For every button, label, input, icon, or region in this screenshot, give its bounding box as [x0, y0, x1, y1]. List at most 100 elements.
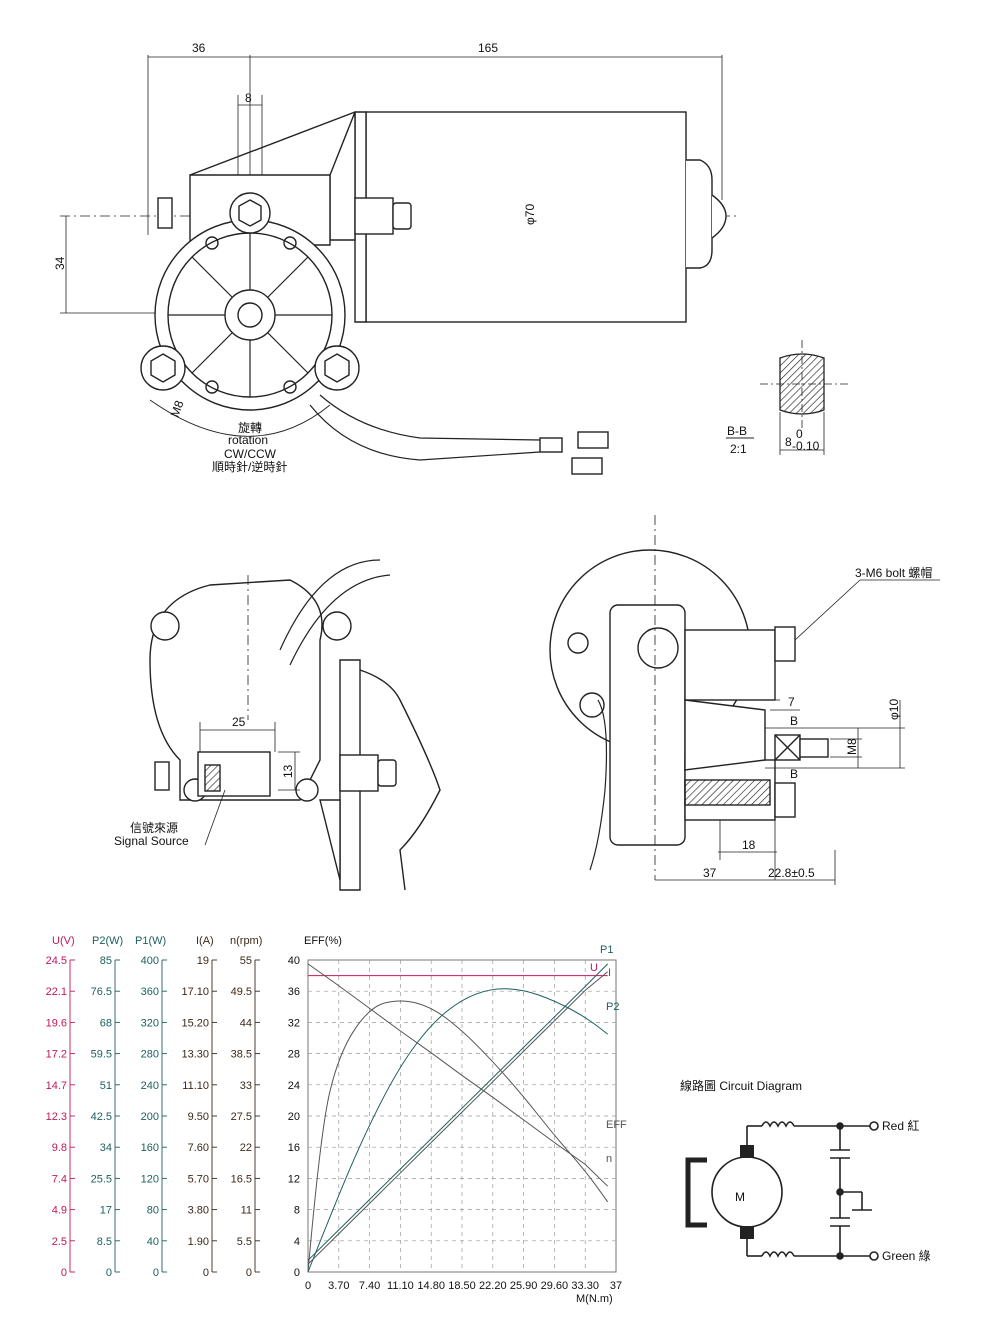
scale-tick-label: 0: [61, 1267, 67, 1279]
eff-tick-label: 4: [294, 1236, 300, 1248]
signal-en: Signal Source: [114, 834, 189, 848]
eff-tick-label: 32: [288, 1017, 300, 1029]
section-scale: 2:1: [730, 442, 747, 456]
circuit-drawing: [685, 1121, 879, 1261]
dim-37: 37: [703, 866, 717, 880]
dim-165: 165: [478, 41, 498, 55]
dim-18: 18: [742, 838, 756, 852]
scale-tick-label: 25.5: [91, 1173, 112, 1185]
scale-tick-label: 0: [106, 1267, 112, 1279]
scale-tick-label: 68: [100, 1017, 112, 1029]
x-tick-label: 11.10: [387, 1280, 414, 1292]
scale-tick-label: 0: [153, 1267, 159, 1279]
green-label: Green 綠: [882, 1249, 931, 1263]
scale-tick-label: 13.30: [181, 1049, 209, 1061]
scale-tick-label: 19.6: [46, 1017, 67, 1029]
scale-tick-label: 22.1: [46, 986, 67, 998]
scale-header: n(rpm): [230, 935, 262, 947]
dim-13: 13: [281, 764, 295, 778]
scale-tick-label: 12.3: [46, 1111, 67, 1123]
scale-tick-label: 85: [100, 955, 112, 967]
red-label: Red 紅: [882, 1119, 919, 1133]
scale-tick-label: 44: [240, 1017, 252, 1029]
x-tick-label: 18.50: [448, 1280, 476, 1292]
rotation-cn: 旋轉: [238, 421, 262, 435]
scale-tick-label: 24.5: [46, 955, 67, 967]
scale-tick-label: 8.5: [97, 1236, 112, 1248]
section-dim: 8: [785, 435, 792, 449]
series-line-i: [307, 971, 608, 1265]
scale-tick-label: 11.10: [182, 1080, 209, 1092]
eff-tick-label: 0: [294, 1267, 300, 1279]
scale-tick-label: 15.20: [181, 1017, 209, 1029]
scale-header: P1(W): [135, 935, 166, 947]
scale-tick-label: 9.50: [188, 1111, 209, 1123]
scale-tick-label: 2.5: [52, 1236, 67, 1248]
series-label-eff: EFF: [606, 1119, 627, 1131]
dim-m8: M8: [168, 398, 187, 419]
side-view-left-drawing: [149, 559, 441, 891]
x-axis-label: M(N.m): [576, 1293, 613, 1305]
scale-tick-label: 40: [147, 1236, 159, 1248]
dim-36: 36: [192, 41, 206, 55]
eff-tick-label: 28: [288, 1049, 300, 1061]
scale-tick-label: 280: [141, 1049, 159, 1061]
scale-tick-label: 16.5: [231, 1173, 252, 1185]
x-tick-label: 0: [305, 1280, 311, 1292]
x-tick-label: 37: [610, 1280, 622, 1292]
top-view-drawing: [60, 55, 740, 475]
dim-7: 7: [788, 695, 795, 709]
scale-tick-label: 0: [203, 1267, 209, 1279]
scale-tick-label: 49.5: [231, 986, 252, 998]
section-tol-top: 0: [796, 427, 803, 441]
dim-phi10: φ10: [887, 699, 901, 720]
scale-tick-label: 22: [240, 1142, 252, 1154]
scale-tick-label: 1.90: [188, 1236, 209, 1248]
scale-tick-label: 5.5: [237, 1236, 252, 1248]
circuit-title: 線路圖 Circuit Diagram: [680, 1078, 802, 1093]
rotation-en: rotation: [228, 433, 268, 447]
x-tick-label: 25.90: [510, 1280, 538, 1292]
eff-tick-label: 8: [294, 1205, 300, 1217]
scale-tick-label: 38.5: [231, 1049, 252, 1061]
scale-tick-label: 7.4: [52, 1173, 67, 1185]
scale-tick-label: 27.5: [231, 1111, 252, 1123]
scale-tick-label: 320: [141, 1017, 159, 1029]
x-tick-label: 3.70: [328, 1280, 349, 1292]
series-label-i: I: [608, 967, 611, 979]
series-line-p1: [307, 963, 609, 1261]
scale-tick-label: 160: [141, 1142, 159, 1154]
series-label-u: U: [590, 962, 598, 974]
scale-tick-label: 0: [246, 1267, 252, 1279]
dim-m8-shaft: M8: [845, 738, 859, 755]
section-title: B-B: [727, 424, 747, 438]
eff-axis-label: EFF(%): [304, 935, 342, 947]
dim-22-8: 22.8±0.5: [768, 866, 815, 880]
scale-tick-label: 76.5: [91, 986, 112, 998]
scale-tick-label: 17.10: [181, 986, 209, 998]
scale-tick-label: 17.2: [46, 1049, 67, 1061]
scale-tick-label: 11: [241, 1205, 252, 1217]
x-tick-label: 33.30: [571, 1280, 599, 1292]
series-line-eff: [307, 1000, 609, 1273]
series-label-p1: P1: [600, 944, 613, 956]
scale-header: U(V): [52, 935, 75, 947]
x-tick-label: 22.20: [479, 1280, 507, 1292]
eff-tick-label: 24: [288, 1080, 300, 1092]
x-tick-label: 29.60: [541, 1280, 569, 1292]
series-line-p2: [307, 988, 608, 1273]
scale-tick-label: 19: [197, 955, 209, 967]
motor-label: M: [735, 1190, 745, 1204]
scale-tick-label: 4.9: [52, 1205, 67, 1217]
x-tick-label: 7.40: [359, 1280, 380, 1292]
scale-tick-label: 51: [100, 1080, 112, 1092]
scale-tick-label: 5.70: [188, 1173, 209, 1185]
scale-tick-label: 80: [147, 1205, 159, 1217]
scale-tick-label: 360: [141, 986, 159, 998]
section-bb-drawing: [726, 340, 850, 455]
series-line-n: [307, 963, 609, 1187]
cw-ccw: CW/CCW: [224, 447, 277, 461]
eff-tick-label: 12: [288, 1173, 300, 1185]
scale-header: I(A): [196, 935, 214, 947]
